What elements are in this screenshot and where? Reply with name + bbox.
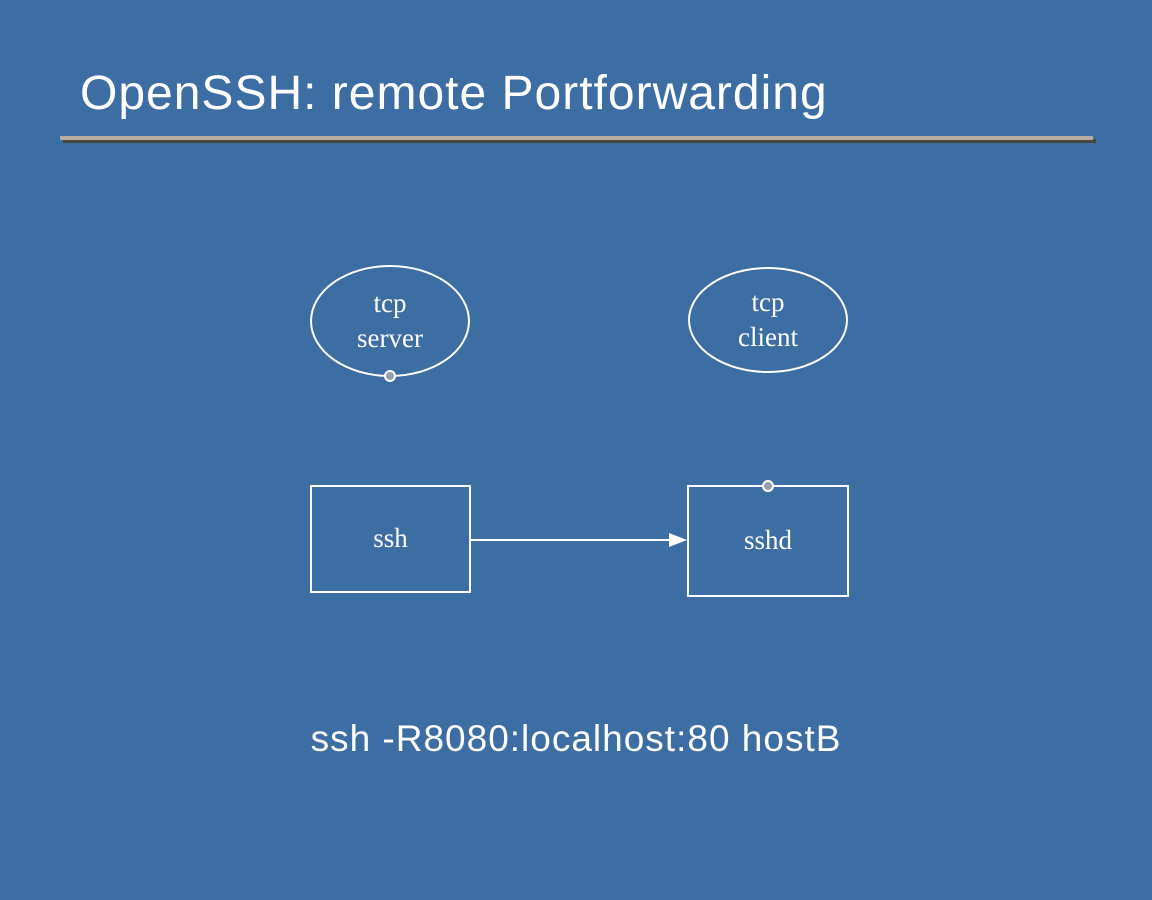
node-sshd-label: sshd bbox=[743, 525, 792, 556]
node-tcp-client: tcp client bbox=[688, 267, 848, 373]
node-tcp-client-label: tcp client bbox=[738, 286, 798, 352]
node-ssh: ssh bbox=[310, 485, 471, 593]
node-tcp-server: tcp server bbox=[310, 265, 470, 382]
sshd-port-dot bbox=[762, 480, 774, 492]
title-underline bbox=[60, 136, 1093, 140]
slide-title: OpenSSH: remote Portforwarding bbox=[80, 67, 828, 120]
command-text: ssh -R8080:localhost:80 hostB bbox=[310, 718, 842, 759]
node-tcp-server-label: tcp server bbox=[357, 287, 423, 353]
node-sshd: sshd bbox=[687, 480, 849, 597]
node-ssh-label: ssh bbox=[373, 523, 408, 554]
tcp-server-port-dot bbox=[384, 370, 396, 382]
arrow-ssh-to-sshd bbox=[471, 533, 687, 547]
